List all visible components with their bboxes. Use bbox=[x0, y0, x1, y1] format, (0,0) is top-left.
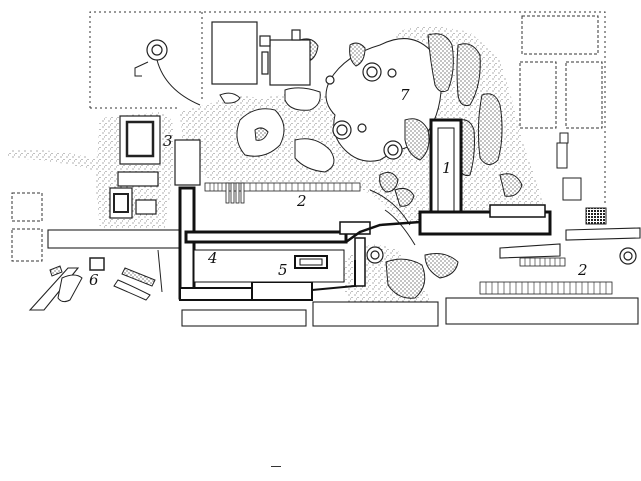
label-5: 5 bbox=[278, 261, 288, 279]
east-structures bbox=[556, 132, 607, 225]
parking-row-north bbox=[204, 182, 361, 204]
pond-circles bbox=[146, 39, 637, 265]
label-4: 4 bbox=[207, 249, 218, 267]
north-buildings bbox=[211, 21, 311, 86]
building-6-area bbox=[49, 249, 163, 303]
parking-ticks bbox=[209, 183, 607, 294]
building-5 bbox=[294, 255, 328, 269]
label-3: 3 bbox=[163, 132, 173, 150]
label-2-south: 2 bbox=[577, 261, 588, 279]
label-6: 6 bbox=[89, 271, 99, 289]
planting-beds bbox=[254, 33, 523, 299]
footer-dash bbox=[271, 466, 281, 467]
label-2-north: 2 bbox=[296, 192, 307, 210]
roads bbox=[28, 227, 641, 327]
label-1: 1 bbox=[442, 159, 452, 177]
label-7: 7 bbox=[400, 86, 410, 104]
east-outline-buildings bbox=[11, 15, 603, 262]
building-3-compound bbox=[109, 115, 201, 219]
